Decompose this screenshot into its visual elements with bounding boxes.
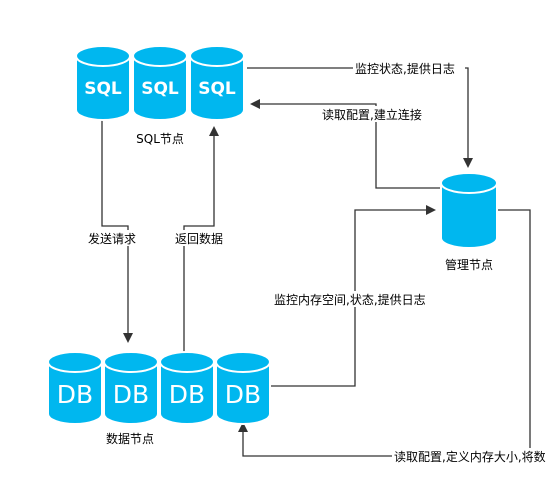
sql-cylinder: SQL xyxy=(132,45,188,121)
sql-node-group: SQL SQL SQL SQL节点 xyxy=(75,45,245,146)
edge-label-manager-to-sql: 读取配置,建立连接 xyxy=(322,107,422,122)
sql-cylinder: SQL xyxy=(75,45,131,121)
edge-sql-to-manager xyxy=(247,67,473,168)
db-node-group: DB DB DB DB 数据节点 xyxy=(47,351,271,446)
edge-label-sql-to-db-group: 发送请求 xyxy=(86,230,146,246)
edge-manager-to-sql xyxy=(250,99,441,189)
sql-cylinder-label: SQL xyxy=(198,79,236,99)
manager-node-group: 管理节点 xyxy=(440,172,498,272)
edge-label-db-to-manager-group: 监控内存空间,状态,提供日志 xyxy=(272,291,440,307)
edge-label-sql-to-manager: 监控状态,提供日志 xyxy=(355,61,455,76)
manager-cylinder xyxy=(440,172,498,249)
sql-node-caption: SQL节点 xyxy=(136,132,184,146)
edge-label-sql-to-manager-group: 监控状态,提供日志 xyxy=(353,60,465,76)
db-cylinder: DB xyxy=(103,351,159,425)
db-cylinder-label: DB xyxy=(225,380,261,409)
edge-manager-to-db xyxy=(238,209,531,457)
db-cylinder: DB xyxy=(215,351,271,425)
db-node-caption: 数据节点 xyxy=(106,431,154,446)
db-cylinder-label: DB xyxy=(57,380,93,409)
sql-cylinder-label: SQL xyxy=(84,79,122,99)
db-cylinder-label: DB xyxy=(113,380,149,409)
sql-cylinder: SQL xyxy=(189,45,245,121)
sql-cylinder-label: SQL xyxy=(141,79,179,99)
edge-label-manager-to-db: 读取配置,定义内存大小,将数 xyxy=(394,449,546,464)
db-cylinder: DB xyxy=(159,351,215,425)
edge-label-sql-to-db: 发送请求 xyxy=(88,231,136,246)
manager-node-caption: 管理节点 xyxy=(445,257,493,272)
edge-sql-to-db xyxy=(101,120,133,343)
edge-label-manager-to-sql-group: 读取配置,建立连接 xyxy=(320,106,432,122)
edge-label-db-to-sql-group: 返回数据 xyxy=(173,230,233,246)
edge-label-db-to-manager: 监控内存空间,状态,提供日志 xyxy=(274,292,426,307)
edge-label-db-to-sql: 返回数据 xyxy=(175,231,223,246)
edge-label-manager-to-db-group: 读取配置,定义内存大小,将数 xyxy=(392,448,559,464)
db-cylinder-label: DB xyxy=(169,380,205,409)
db-cylinder: DB xyxy=(47,351,103,425)
edge-db-to-sql xyxy=(183,126,219,352)
